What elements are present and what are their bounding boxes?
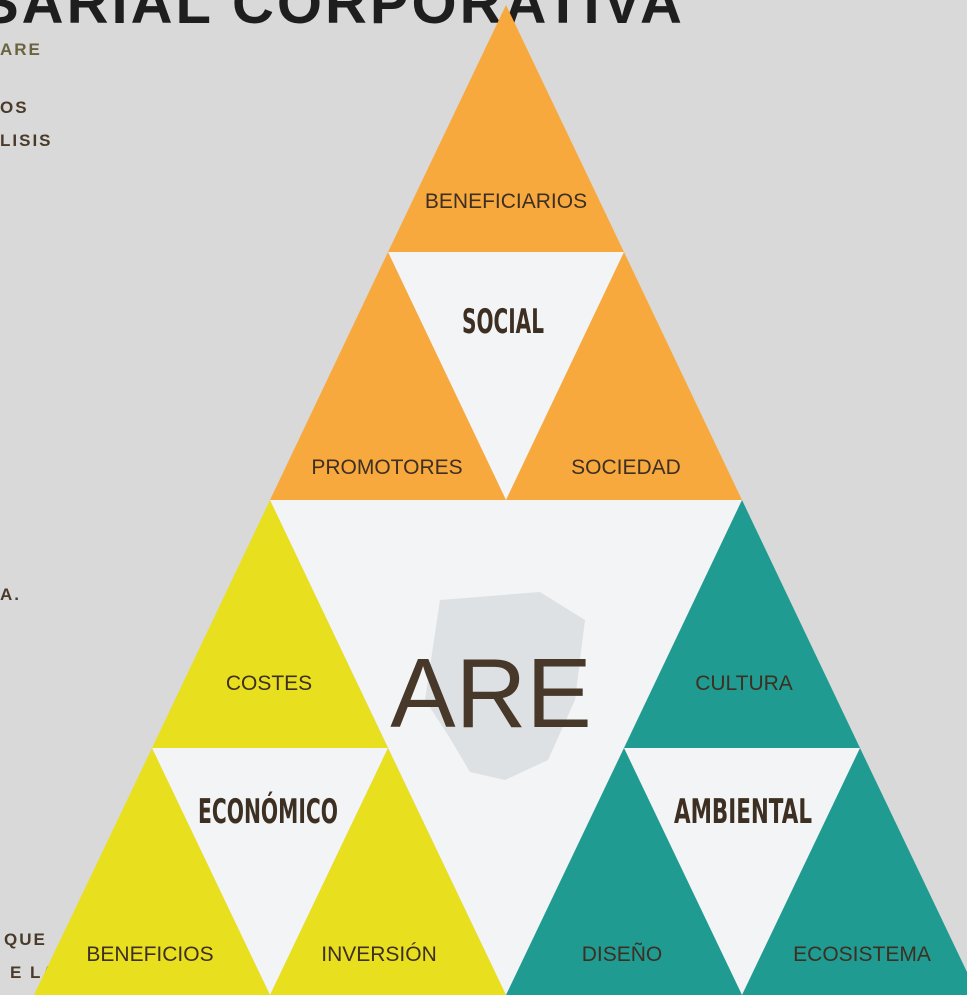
triangle-costes xyxy=(152,500,388,748)
label-cultura: CULTURA xyxy=(695,672,793,695)
triangle-inversion xyxy=(270,748,506,995)
label-beneficios: BENEFICIOS xyxy=(86,943,213,966)
triangle-cultura xyxy=(624,500,860,748)
label-ambiental: AMBIENTAL xyxy=(674,792,812,832)
triangle-diseno xyxy=(506,748,742,995)
label-diseno: DISEÑO xyxy=(582,942,663,966)
side-text-3: LISIS xyxy=(0,131,53,150)
map-silhouette xyxy=(425,592,585,780)
ambiental-inner-triangle xyxy=(624,748,860,995)
economico-inner-triangle xyxy=(152,748,388,995)
triangle-sociedad xyxy=(506,252,742,500)
side-text-1: ARE xyxy=(0,40,42,59)
page-title: SARIAL CORPORATIVA xyxy=(0,0,685,36)
side-text-4: A. xyxy=(0,585,21,604)
label-inversion: INVERSIÓN xyxy=(321,943,437,966)
center-inner-triangle xyxy=(270,500,742,995)
label-economico: ECONÓMICO xyxy=(198,791,338,832)
label-social: SOCIAL xyxy=(462,302,544,342)
side-text-5: QUE xyxy=(4,930,47,949)
social-inner-triangle xyxy=(388,252,624,500)
label-promotores: PROMOTORES xyxy=(311,456,462,479)
triangle-beneficios xyxy=(34,748,270,995)
label-center-are: ARE xyxy=(390,638,592,748)
triangle-ecosistema xyxy=(742,748,967,995)
triangle-promotores xyxy=(270,252,506,500)
triangle-beneficiarios xyxy=(388,5,624,252)
side-text-2: OS xyxy=(0,98,29,117)
label-beneficiarios: BENEFICIARIOS xyxy=(425,190,587,213)
label-sociedad: SOCIEDAD xyxy=(571,456,681,479)
label-costes: COSTES xyxy=(226,672,312,695)
label-ecosistema: ECOSISTEMA xyxy=(793,943,931,966)
